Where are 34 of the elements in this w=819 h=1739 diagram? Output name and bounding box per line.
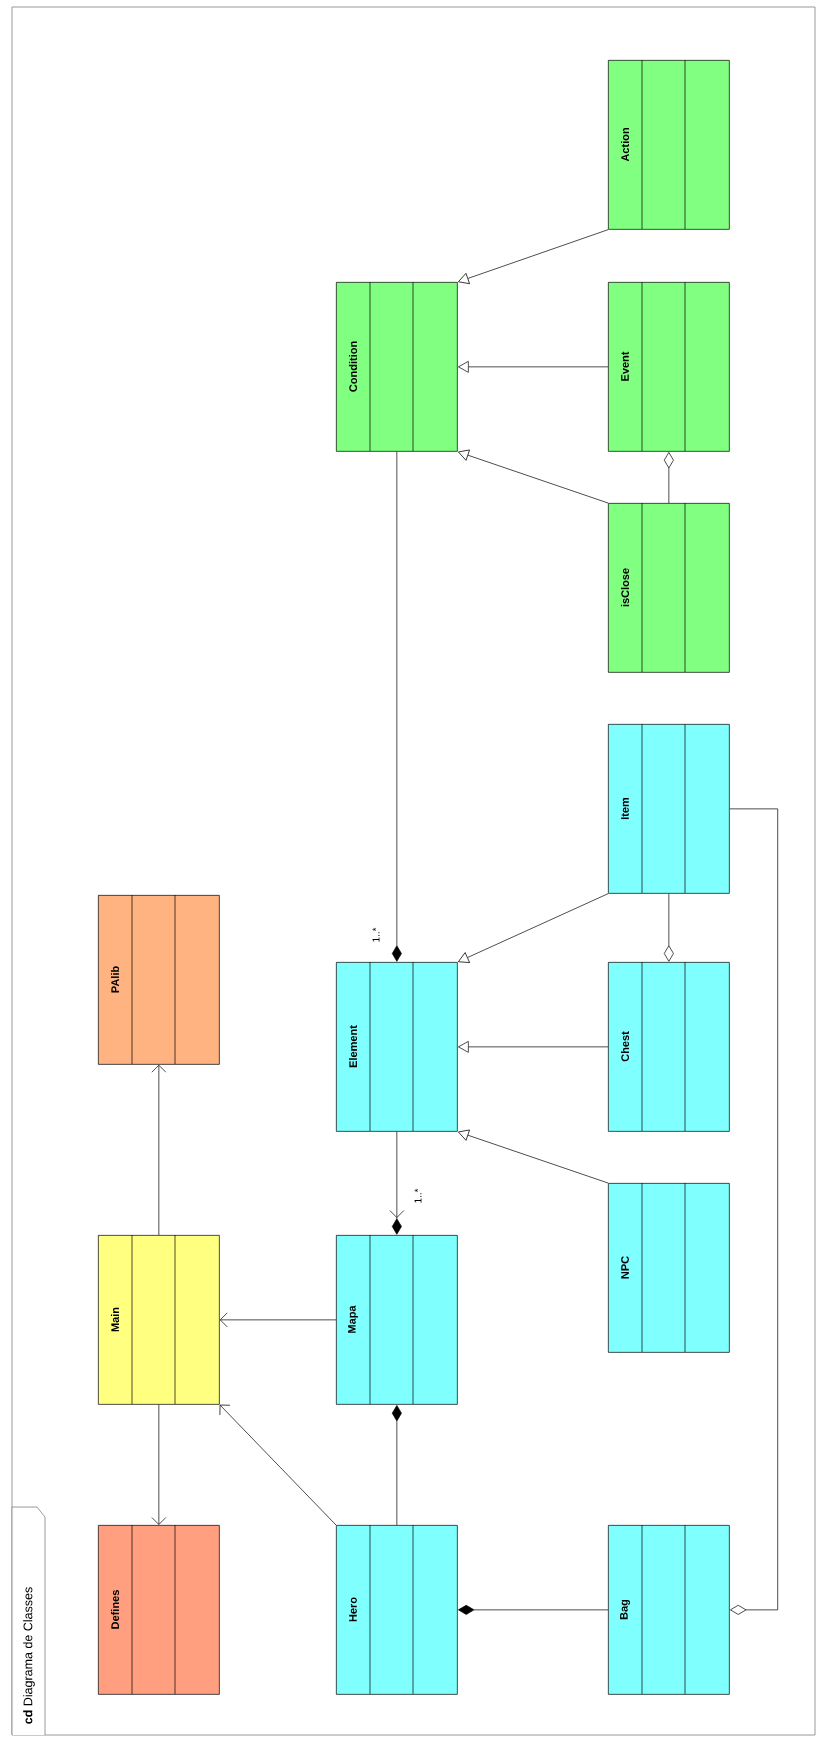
class-box: Event xyxy=(608,281,730,452)
association-line xyxy=(151,1064,167,1236)
association-line xyxy=(219,1312,337,1328)
title-tab: cd Diagrama de Classes xyxy=(11,1506,46,1736)
association-line xyxy=(458,1129,609,1184)
class-box: Chest xyxy=(608,961,730,1132)
association-line xyxy=(458,361,609,373)
class-box: Hero xyxy=(336,1524,458,1695)
association-line xyxy=(391,451,402,962)
class-box: Item xyxy=(608,723,730,894)
association-line xyxy=(391,1405,402,1526)
class-box: NPC xyxy=(608,1182,730,1353)
class-box: Defines xyxy=(98,1524,220,1695)
association-line xyxy=(458,229,609,285)
association-line xyxy=(458,449,609,504)
class-box: Main xyxy=(98,1234,220,1405)
association-line xyxy=(663,893,674,962)
class-box: Action xyxy=(608,59,730,230)
class-box: PAlib xyxy=(98,894,220,1065)
class-box: isClose xyxy=(608,502,730,673)
class-box: Mapa xyxy=(336,1234,458,1405)
association-line xyxy=(458,893,609,963)
association-line xyxy=(151,1404,167,1525)
class-box: Condition xyxy=(336,281,458,452)
association-line xyxy=(663,452,674,504)
class-box: Element xyxy=(336,961,458,1132)
association-line xyxy=(389,1131,405,1235)
class-box: Bag xyxy=(608,1524,730,1695)
association-line xyxy=(729,808,779,1615)
multiplicity-label: 1..* xyxy=(371,926,381,944)
association-line xyxy=(458,1604,609,1615)
association-line xyxy=(219,1404,337,1526)
multiplicity-label: 1..* xyxy=(413,1187,423,1205)
association-line xyxy=(458,1041,609,1053)
